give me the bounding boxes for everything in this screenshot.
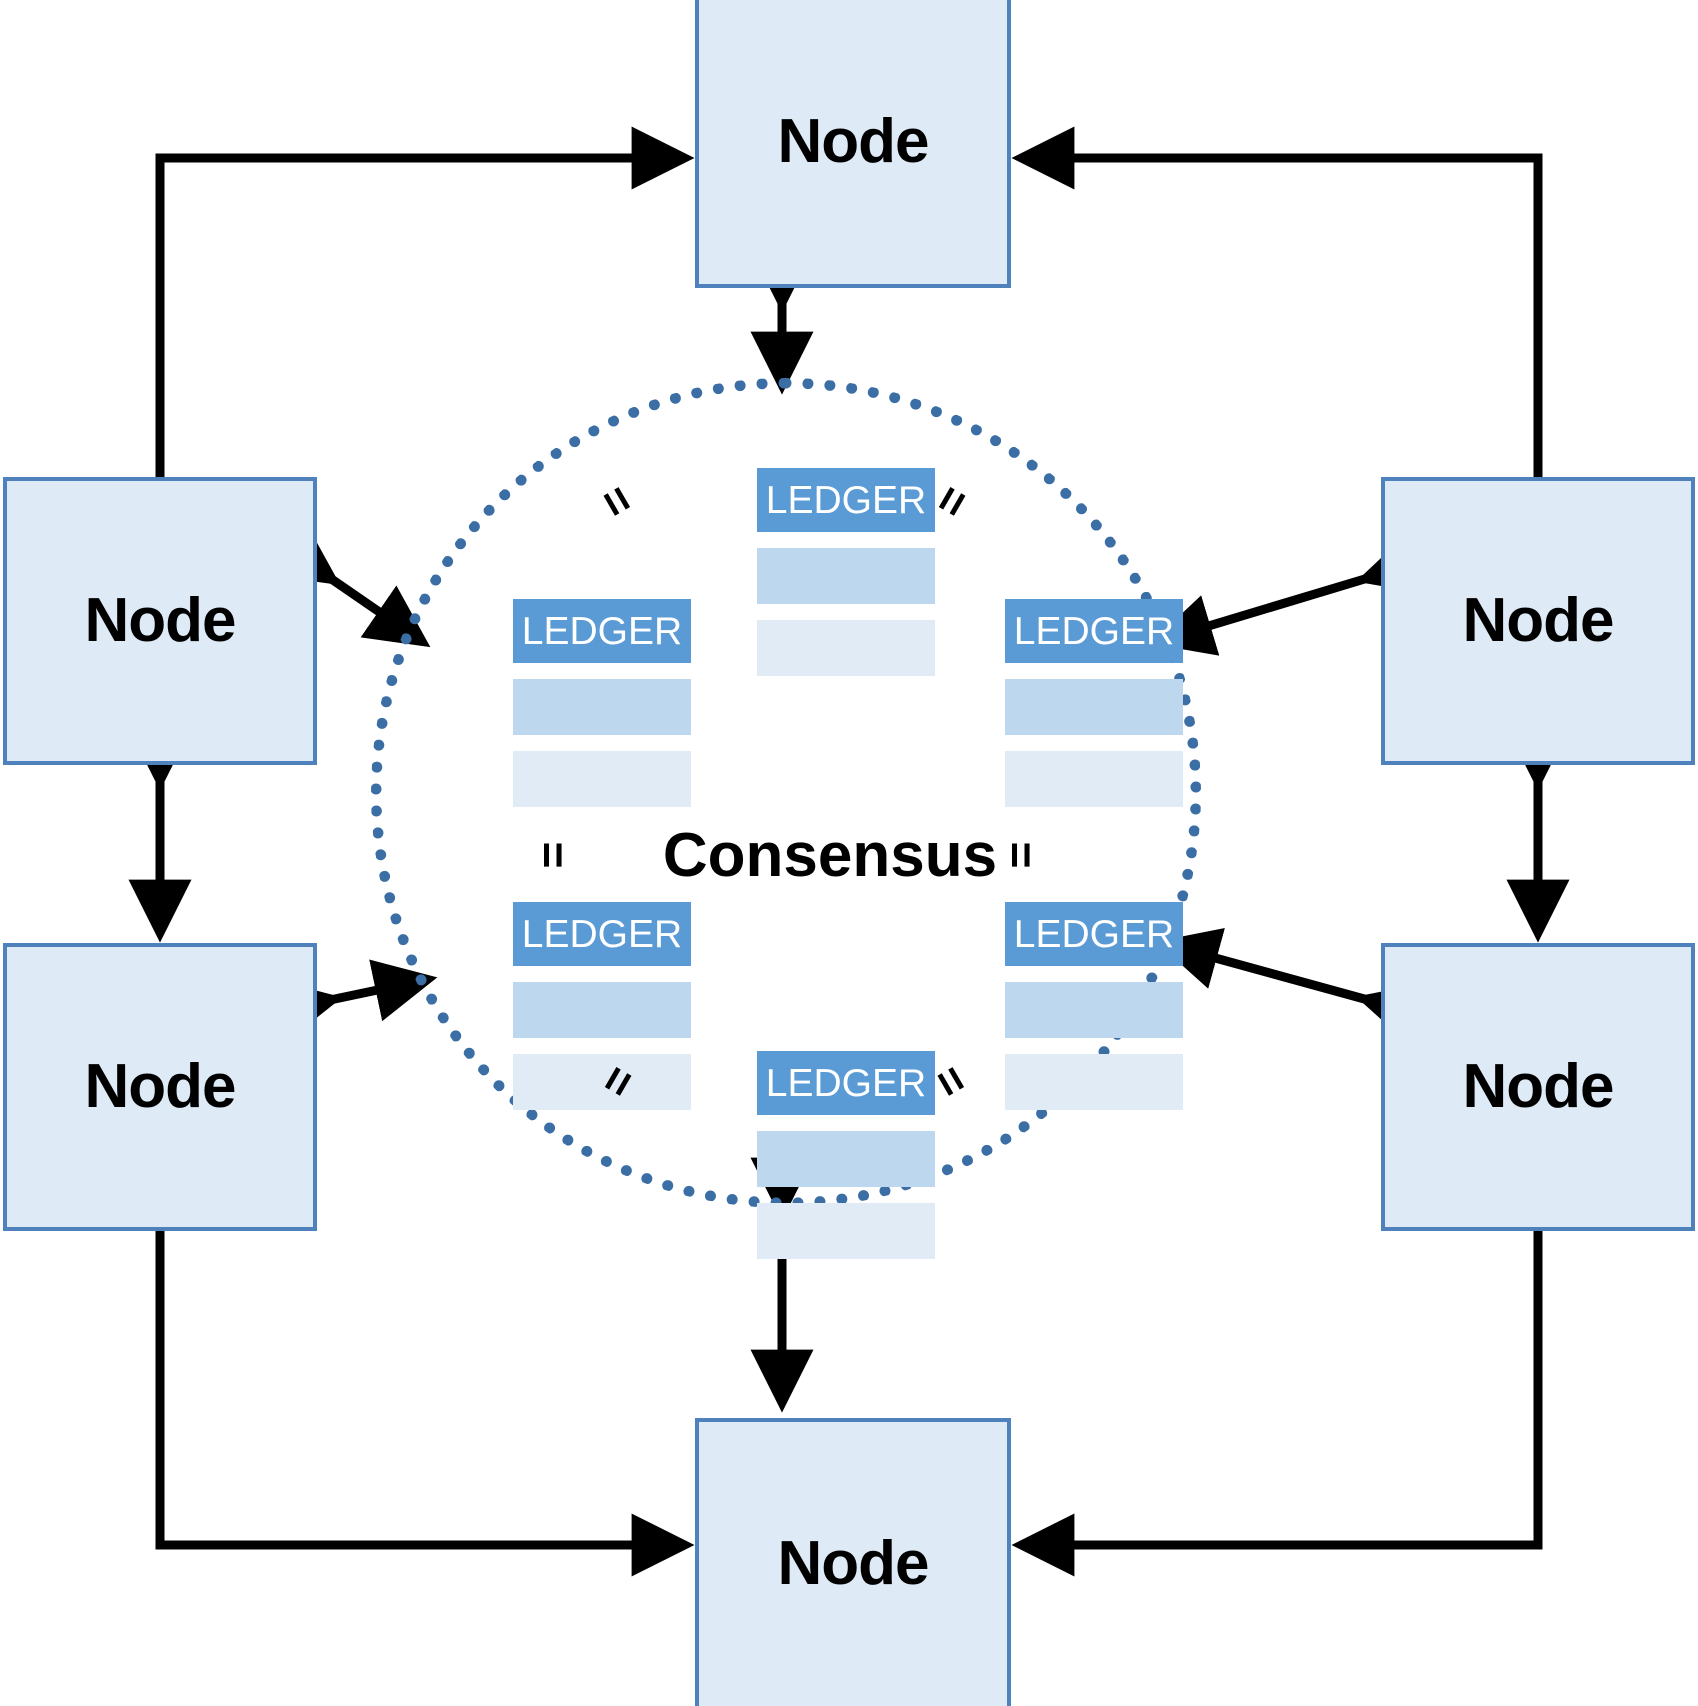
arrow-left-lower-to-bottom (155, 1231, 695, 1577)
arrow-right-upper-to-top (1011, 126, 1543, 477)
node-top-label: Node (777, 107, 930, 176)
ledger-top-header: LEDGER (757, 468, 935, 532)
node-bottom-label: Node (777, 1529, 930, 1598)
ledger-bottom-row-2 (757, 1203, 935, 1259)
ledger-upper-left-header: LEDGER (513, 599, 691, 663)
ledger-lower-right-row-1 (1005, 982, 1183, 1038)
node-right-upper-label: Node (1462, 586, 1615, 655)
arrow-right-lower-to-bottom (1011, 1231, 1543, 1577)
equals-mark-middle-left: = (527, 841, 580, 869)
node-left-lower-label: Node (84, 1052, 237, 1121)
node-bottom[interactable]: Node (695, 1418, 1011, 1706)
ledger-lower-left-row-2 (513, 1054, 691, 1110)
ledger-upper-left-row-1 (513, 679, 691, 735)
ledger-lower-left-header: LEDGER (513, 902, 691, 966)
ledger-upper-right-row-1 (1005, 679, 1183, 735)
ledger-upper-left[interactable]: LEDGER (513, 599, 691, 807)
ledger-upper-left-row-2 (513, 751, 691, 807)
node-top[interactable]: Node (695, 0, 1011, 288)
ledger-top[interactable]: LEDGER (757, 468, 935, 676)
ledger-top-row-1 (757, 548, 935, 604)
arrow-right-upper-to-circle (1149, 533, 1426, 656)
ledger-bottom-header: LEDGER (757, 1051, 935, 1115)
node-left-upper-label: Node (84, 586, 237, 655)
arrow-right-lower-to-circle (1155, 927, 1425, 1044)
ledger-upper-right[interactable]: LEDGER (1005, 599, 1183, 807)
consensus-circle (371, 378, 1201, 1208)
ledger-bottom[interactable]: LEDGER (757, 1051, 935, 1259)
node-left-lower[interactable]: Node (3, 943, 317, 1231)
node-right-lower-label: Node (1462, 1052, 1615, 1121)
ledger-lower-left-row-1 (513, 982, 691, 1038)
ledger-top-row-2 (757, 620, 935, 676)
ledger-upper-right-row-2 (1005, 751, 1183, 807)
node-right-upper[interactable]: Node (1381, 477, 1695, 765)
arrow-left-lower-to-circle (274, 959, 438, 1042)
node-right-lower[interactable]: Node (1381, 943, 1695, 1231)
ledger-lower-left[interactable]: LEDGER (513, 902, 691, 1110)
ledger-bottom-row-1 (757, 1131, 935, 1187)
ledger-upper-right-header: LEDGER (1005, 599, 1183, 663)
ledger-lower-right-header: LEDGER (1005, 902, 1183, 966)
consensus-label: Consensus (662, 821, 998, 890)
node-left-upper[interactable]: Node (3, 477, 317, 765)
ledger-lower-right[interactable]: LEDGER (1005, 902, 1183, 1110)
ledger-lower-right-row-2 (1005, 1054, 1183, 1110)
